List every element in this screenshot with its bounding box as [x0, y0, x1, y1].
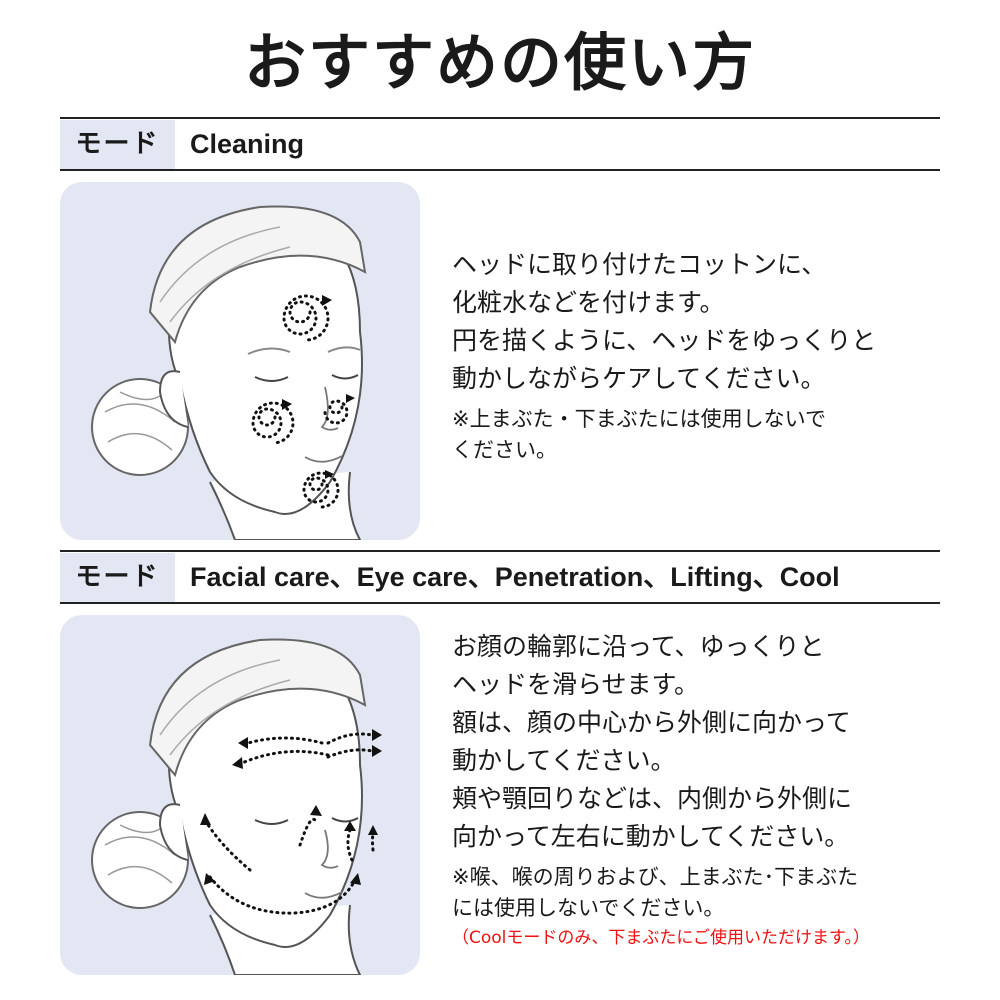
- section-2-line: 額は、顔の中心から外側に向かって: [452, 708, 851, 737]
- section-2-top-rule: [60, 550, 940, 552]
- section-1-mode-name: Cleaning: [190, 129, 305, 159]
- page-title: おすすめの使い方: [243, 26, 756, 99]
- section-1-note: ください。: [452, 438, 557, 462]
- section-2-note: ※喉、喉の周りおよび、上まぶた･下まぶた: [452, 865, 859, 889]
- section-2-bottom-rule: [60, 602, 940, 604]
- section-1-line: 動かしながらケアしてください。: [452, 364, 826, 393]
- section-1-bottom-rule: [60, 169, 940, 171]
- section-2-line: ヘッドを滑らせます。: [452, 670, 700, 699]
- section-1-instructions: ヘッドに取り付けたコットンに、 化粧水などを付けます。 円を描くように、ヘッドを…: [452, 246, 982, 466]
- section-2-line: 頬や顎回りなどは、内側から外側に: [452, 784, 853, 813]
- section-2-mode-label: モード: [60, 553, 175, 602]
- cool-mode-warning: （Coolモードのみ、下まぶたにご使用いただけます。）: [452, 928, 870, 948]
- section-2-line: 動かしてください。: [452, 746, 676, 775]
- section-1-mode-label: モード: [60, 120, 175, 169]
- face-circular-motion-illustration: [60, 182, 420, 540]
- section-1-line: 化粧水などを付けます。: [452, 288, 725, 317]
- face-outward-motion-illustration: [60, 615, 420, 975]
- section-1-top-rule: [60, 117, 940, 119]
- section-2-line: 向かって左右に動かしてください。: [452, 822, 850, 851]
- section-2-instructions: お顔の輪郭に沿って、ゆっくりと ヘッドを滑らせます。 額は、顔の中心から外側に向…: [452, 628, 982, 952]
- section-2-mode-name: Facial care、Eye care、Penetration、Lifting…: [190, 562, 840, 592]
- section-2-line: お顔の輪郭に沿って、ゆっくりと: [452, 632, 825, 661]
- section-2-note: には使用しないでください。: [452, 896, 725, 920]
- section-1-line: 円を描くように、ヘッドをゆっくりと: [452, 326, 877, 355]
- section-1-line: ヘッドに取り付けたコットンに、: [452, 250, 827, 279]
- section-1-note: ※上まぶた・下まぶたには使用しないで: [452, 407, 826, 431]
